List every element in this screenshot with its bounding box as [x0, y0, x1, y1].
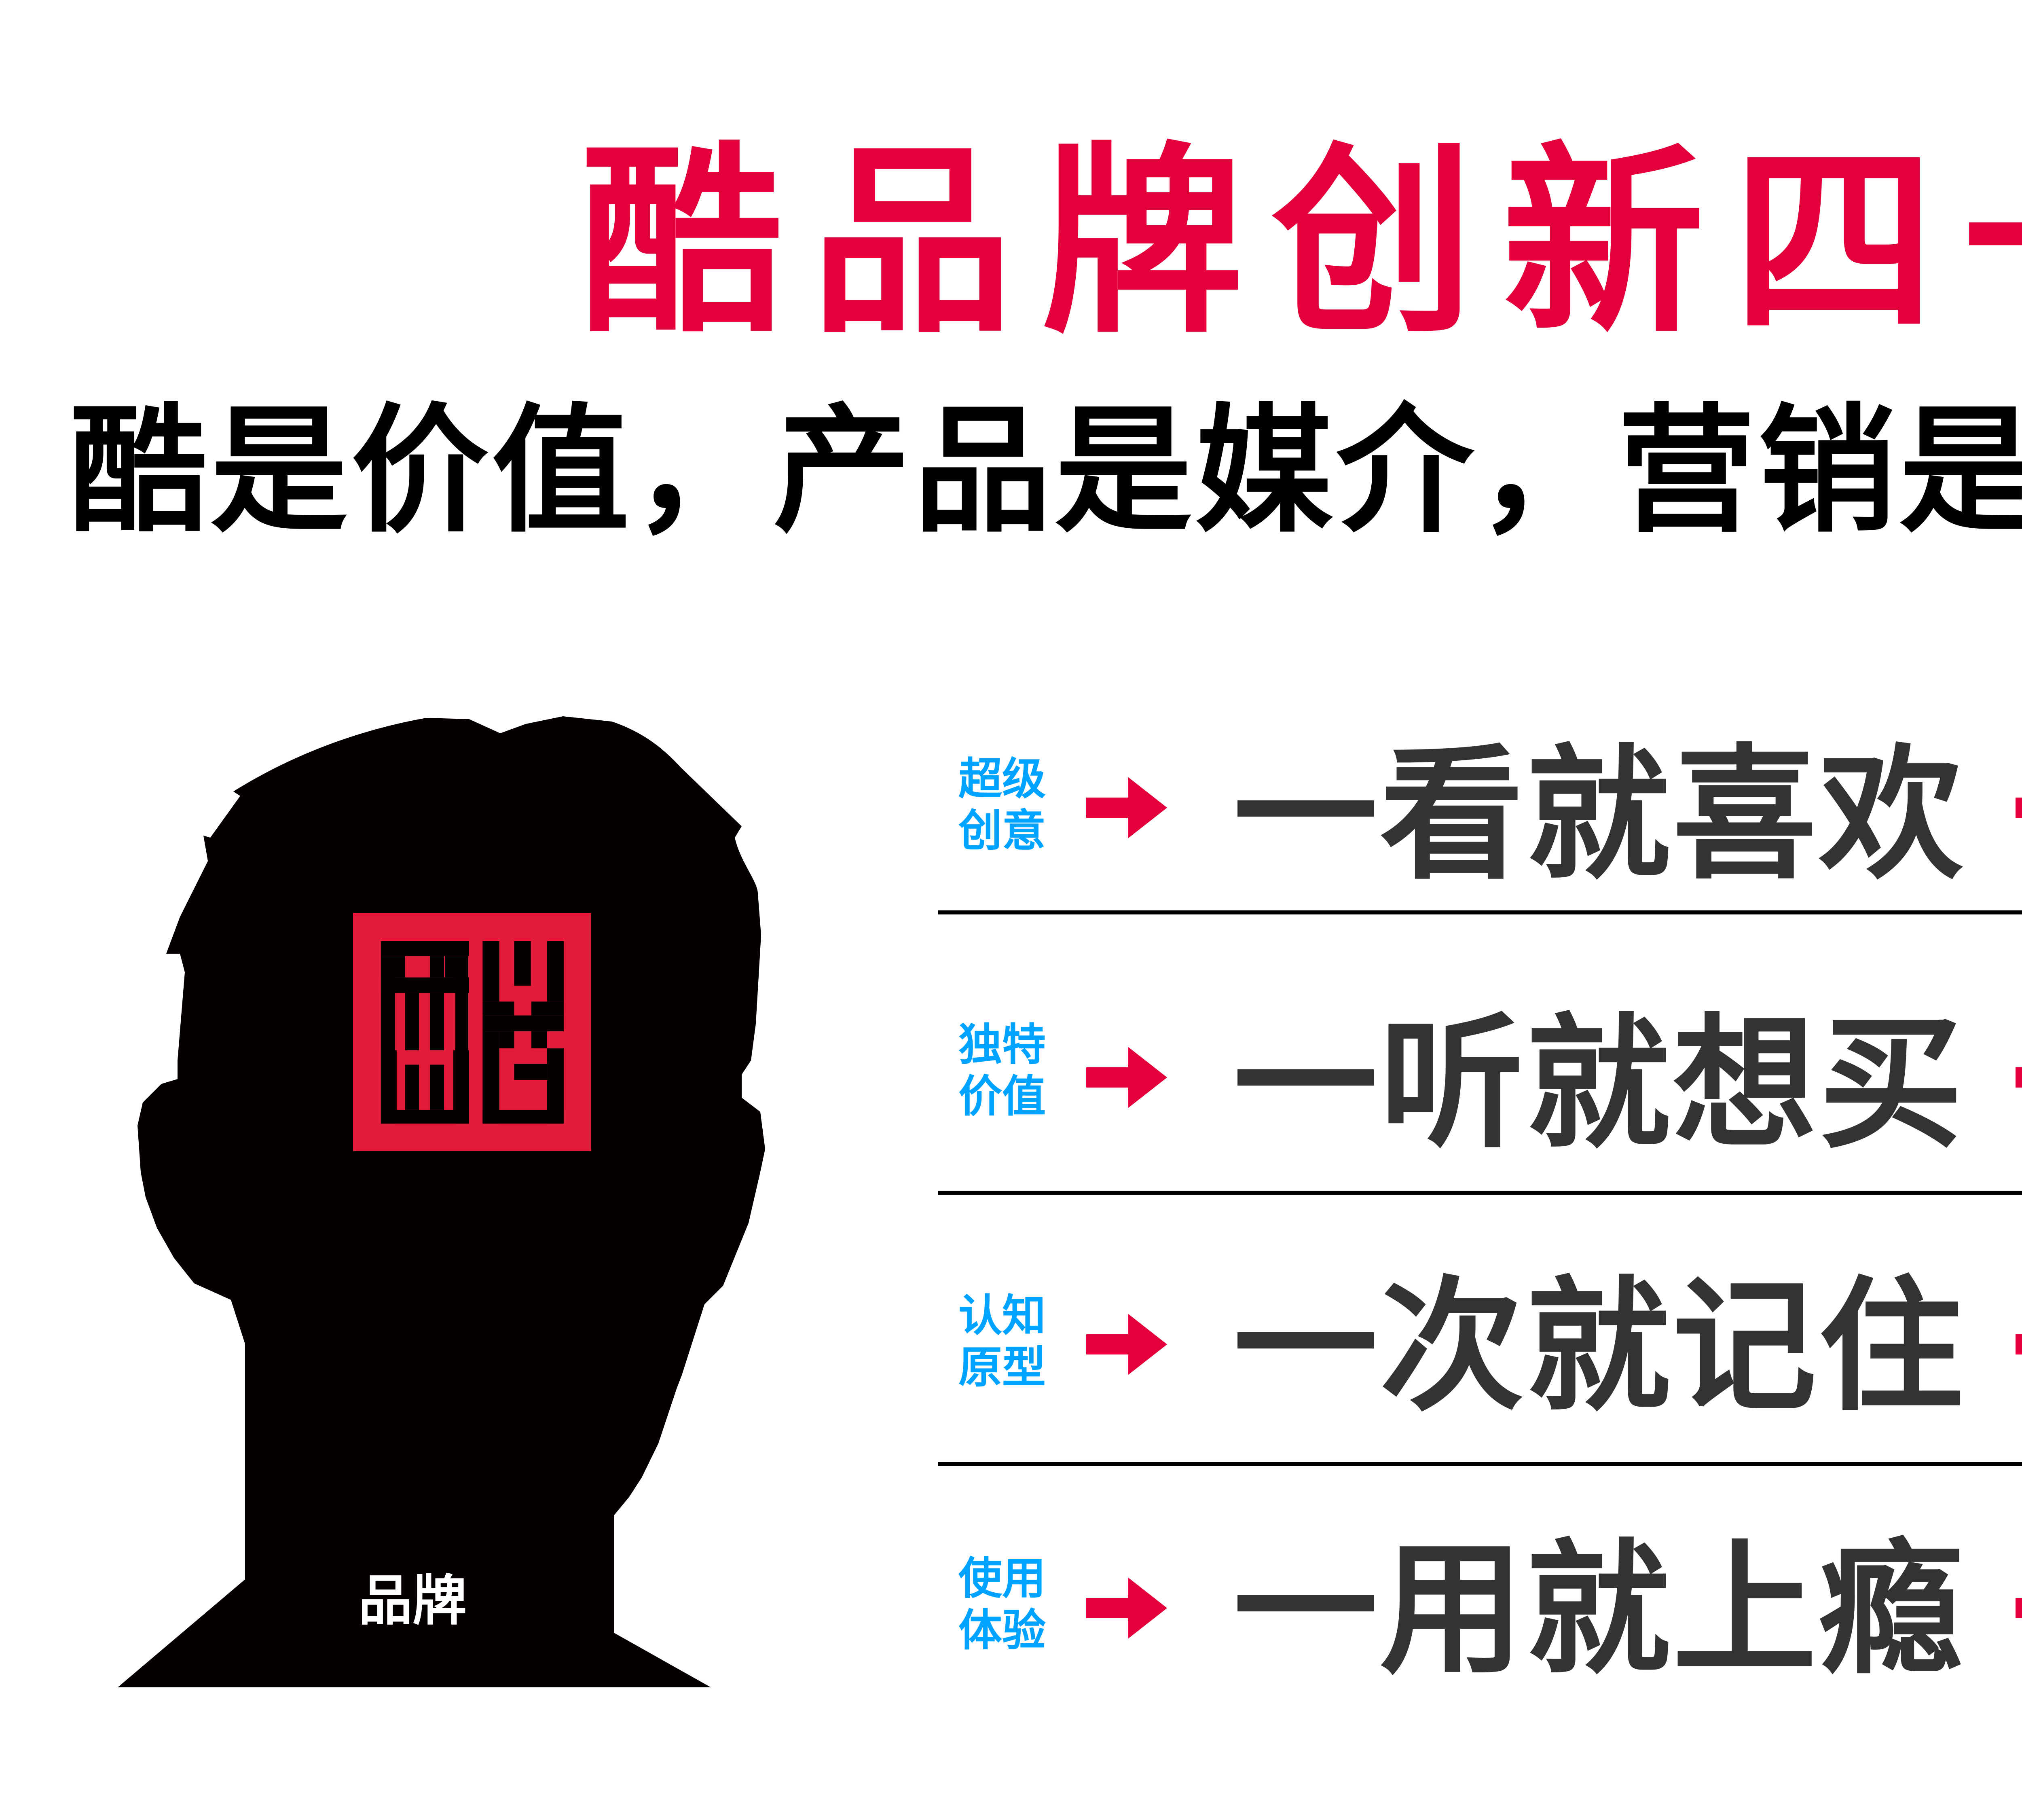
ku-seal-logo-icon [353, 913, 591, 1151]
main-standard: 一看就喜欢 [1233, 731, 1965, 899]
right-arrow-icon [1086, 1314, 1167, 1375]
right-arrow-icon [2016, 1598, 2022, 1618]
row-divider [938, 1191, 2022, 1195]
left-cue: 认知原型 [958, 1291, 1046, 1393]
right-arrow-icon [2016, 798, 2022, 818]
page-title: 酷品牌创新四一标准 [580, 125, 2022, 360]
main-standard: 一用就上瘾 [1233, 1526, 1965, 1693]
left-cue: 超级创意 [958, 754, 1046, 856]
left-cue: 使用体验 [958, 1553, 1046, 1656]
right-arrow-icon [1086, 1047, 1167, 1108]
left-cue: 独特价值 [958, 1020, 1046, 1122]
right-arrow-icon [2016, 1067, 2022, 1088]
right-arrow-icon [1086, 1577, 1167, 1639]
page-subtitle: 酷是价值，产品是媒介，营销是动作，品牌是结果 [70, 391, 2022, 551]
main-standard: 一听就想买 [1233, 1000, 1965, 1168]
main-standard: 一次就记住 [1233, 1263, 1965, 1431]
row-divider [938, 1462, 2022, 1466]
right-arrow-icon [1086, 777, 1167, 838]
row-divider [938, 910, 2022, 914]
right-arrow-icon [2016, 1334, 2022, 1354]
brand-label: 品牌 [358, 1569, 467, 1632]
